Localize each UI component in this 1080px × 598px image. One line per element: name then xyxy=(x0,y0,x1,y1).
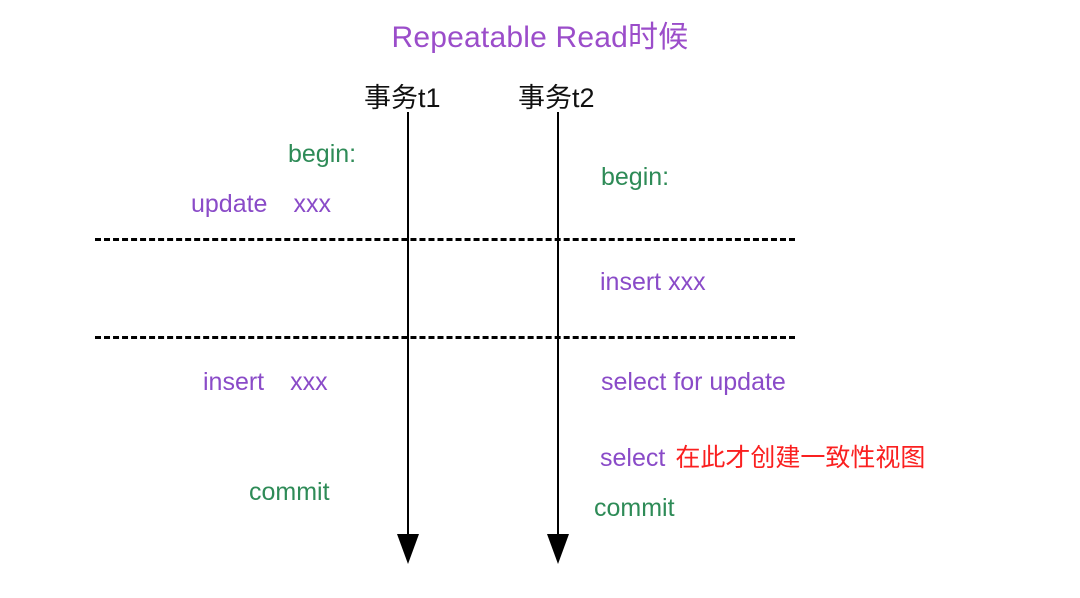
arrowhead-down-icon-t1 xyxy=(397,534,419,564)
statement-t1-update-keyword: update xyxy=(191,190,268,218)
statement-t2-select-annotation: 在此才创建一致性视图 xyxy=(675,444,926,472)
time-separator-1 xyxy=(95,238,795,241)
lane-label-t1: 事务t1 xyxy=(364,83,441,113)
timeline-arrow-t2 xyxy=(557,112,559,536)
statement-t2-select-keyword: select xyxy=(600,444,666,472)
statement-t2-begin: begin: xyxy=(601,163,670,191)
statement-t1-update: update xxx xyxy=(191,190,331,219)
statement-t2-insert: insert xxx xyxy=(600,268,706,296)
timeline-arrow-t1 xyxy=(407,112,409,536)
arrowhead-down-icon-t2 xyxy=(547,534,569,564)
statement-t2-commit: commit xyxy=(594,494,675,522)
time-separator-2 xyxy=(95,336,795,339)
diagram-title: Repeatable Read时候 xyxy=(391,21,689,54)
statement-t2-select-for-update: select for update xyxy=(601,368,786,396)
statement-t1-insert-arg: xxx xyxy=(290,368,328,396)
statement-t2-select: select 在此才创建一致性视图 xyxy=(600,438,925,474)
statement-t1-update-arg: xxx xyxy=(293,190,331,218)
statement-t1-insert: insert xxx xyxy=(203,368,328,397)
statement-t1-commit: commit xyxy=(249,478,330,506)
lane-label-t2: 事务t2 xyxy=(518,83,595,113)
statement-t1-insert-keyword: insert xyxy=(203,368,265,396)
statement-t1-begin: begin: xyxy=(288,140,357,168)
